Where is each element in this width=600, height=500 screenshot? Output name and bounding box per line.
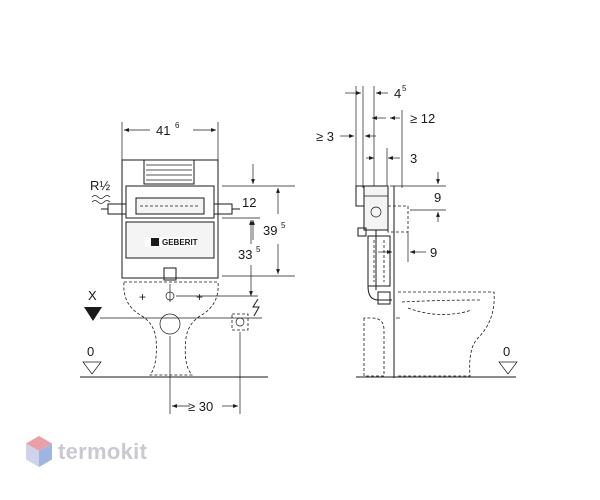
dim-9-upper: 9 — [390, 172, 446, 222]
dim-4-sup: 5 — [402, 84, 407, 93]
watermark-text: termokit — [58, 439, 148, 464]
width-dim-sup: 6 — [175, 121, 180, 130]
anchor-plus-left: + — [139, 290, 146, 304]
dim-4-label: 4 — [394, 86, 401, 101]
dim-3: 3 — [366, 148, 417, 188]
side-view: 4 5 ≥ 12 ≥ 3 3 — [316, 84, 518, 378]
x-label: X — [88, 288, 97, 303]
dim-33-sup: 5 — [256, 245, 261, 254]
dim-39-label: 39 — [263, 223, 277, 238]
height-dimensions: 12 39 5 33 5 — [176, 164, 295, 297]
x-marker: X — [84, 288, 102, 321]
dim-39-sup: 5 — [281, 221, 286, 230]
bottom-dimension: ≥ 30 — [169, 336, 238, 414]
cistern-frame: GEBERIT — [101, 159, 240, 281]
level-triangle-icon — [84, 307, 102, 321]
dim-33-label: 33 — [238, 247, 252, 262]
socket — [231, 298, 260, 414]
dim-9-lower: 9 — [378, 232, 437, 262]
dim-3-label: 3 — [410, 151, 417, 166]
toilet-side — [363, 291, 495, 377]
dim-ge-3: ≥ 3 — [316, 129, 376, 144]
dim-9-upper-label: 9 — [434, 190, 441, 205]
frame-side — [355, 185, 409, 378]
zero-label-left: 0 — [87, 344, 94, 359]
termokit-logo-icon — [26, 436, 52, 467]
width-dimension: 41 6 — [121, 121, 219, 160]
water-supply-symbol: R½ — [90, 178, 110, 204]
thread-label: R½ — [90, 178, 110, 193]
front-view: 41 6 GEBERIT R½ — [80, 121, 295, 414]
floor-level: 0 — [80, 344, 268, 378]
toilet-front: + + — [100, 281, 262, 376]
watermark: termokit — [24, 434, 147, 470]
dim-ge3-label: ≥ 3 — [316, 129, 334, 144]
width-dim-label: 41 — [156, 123, 170, 138]
floor-level-right: 0 — [356, 344, 518, 378]
dim-4-5: 4 5 — [345, 84, 407, 101]
dim-ge12-label: ≥ 12 — [410, 111, 435, 126]
dim-9-lower-label: 9 — [430, 245, 437, 260]
anchor-plus-right: + — [196, 290, 203, 304]
brand-logo: GEBERIT — [162, 238, 198, 247]
lightning-icon — [252, 298, 260, 317]
dim-12-label: 12 — [242, 195, 256, 210]
dim-ge-12: ≥ 12 — [372, 110, 435, 188]
bottom-dim-label: ≥ 30 — [188, 399, 213, 414]
water-supply-icon — [91, 195, 111, 204]
zero-label-right: 0 — [503, 344, 510, 359]
